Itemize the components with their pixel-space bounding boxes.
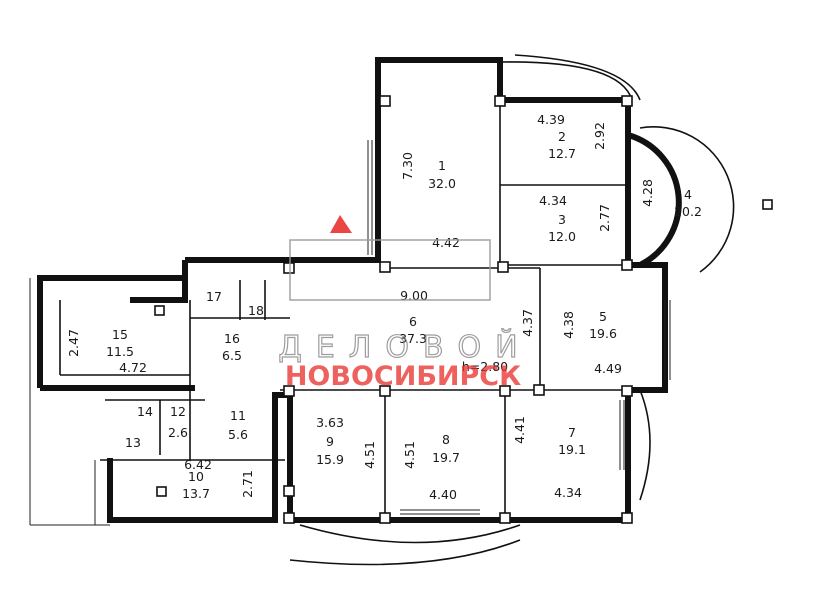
watermark-logo-triangle — [330, 215, 352, 233]
watermark: ДЕЛОВОЙ НОВОСИБИРСК — [278, 215, 531, 392]
room-labels: 1 32.0 2 12.7 3 12.0 4 20.2 5 19.6 6 37.… — [106, 129, 702, 501]
room-number: 2 — [558, 129, 566, 144]
dimension: 6.42 — [184, 457, 212, 472]
room-number: 6 — [409, 314, 417, 329]
dimension-labels: 7.30 4.42 4.39 2.92 4.34 2.77 4.28 9.00 … — [66, 112, 655, 502]
exterior-walls — [37, 57, 668, 523]
dimension: 4.38 — [561, 311, 576, 339]
dimension: 7.30 — [400, 152, 415, 180]
room-area: 37.3 — [399, 331, 427, 346]
dimension: 4.72 — [119, 360, 147, 375]
room-area: 11.5 — [106, 344, 134, 359]
curved-bays — [289, 54, 735, 566]
window-hatching — [367, 140, 671, 515]
room-area: 6.5 — [222, 348, 242, 363]
room-area: 20.2 — [674, 204, 702, 219]
watermark-line-1: ДЕЛОВОЙ — [278, 329, 531, 365]
room-number: 15 — [112, 327, 128, 342]
dimension: 4.34 — [539, 193, 567, 208]
dimension: 4.28 — [640, 179, 655, 207]
watermark-logo-frame — [289, 239, 491, 301]
interior-walls — [29, 100, 628, 526]
room-area: 15.9 — [316, 452, 344, 467]
room-area: 19.6 — [589, 326, 617, 341]
room-number: 4 — [684, 187, 692, 202]
room-area: 2.6 — [168, 425, 188, 440]
dimension: 4.39 — [537, 112, 565, 127]
room-area: 12.7 — [548, 146, 576, 161]
dimension: 4.51 — [402, 441, 417, 469]
room-number: 3 — [558, 212, 566, 227]
watermark-line-2: НОВОСИБИРСК — [285, 361, 521, 392]
room-number: 7 — [568, 425, 576, 440]
room-number: 18 — [248, 303, 264, 318]
room-number: 9 — [326, 434, 334, 449]
dimension: 2.71 — [240, 470, 255, 498]
room-number: 11 — [230, 408, 246, 423]
columns — [154, 95, 773, 524]
room-number: 5 — [599, 309, 607, 324]
dimension: 4.41 — [512, 416, 527, 444]
room-number: 10 — [188, 469, 204, 484]
room-area: 5.6 — [228, 427, 248, 442]
dimension: 2.92 — [592, 122, 607, 150]
room-area: 12.0 — [548, 229, 576, 244]
room-area: 32.0 — [428, 176, 456, 191]
ceiling-height: h=2.80 — [462, 359, 508, 374]
room-number: 12 — [170, 404, 186, 419]
room-area: 19.1 — [558, 442, 586, 457]
room-area: 13.7 — [182, 486, 210, 501]
dimension: 4.34 — [554, 485, 582, 500]
room-number: 17 — [206, 289, 222, 304]
room-area: 19.7 — [432, 450, 460, 465]
room-number: 16 — [224, 331, 240, 346]
room-number: 1 — [438, 158, 446, 173]
room-number: 8 — [442, 432, 450, 447]
dimension: 4.37 — [520, 309, 535, 337]
dimension: 4.42 — [432, 235, 460, 250]
dimension: 2.47 — [66, 329, 81, 357]
dimension: 4.40 — [429, 487, 457, 502]
dimension: 3.63 — [316, 415, 344, 430]
room-number: 13 — [125, 435, 141, 450]
room-number: 14 — [137, 404, 153, 419]
dimension: 4.49 — [594, 361, 622, 376]
dimension: 2.77 — [597, 204, 612, 232]
dimension: 4.51 — [362, 441, 377, 469]
